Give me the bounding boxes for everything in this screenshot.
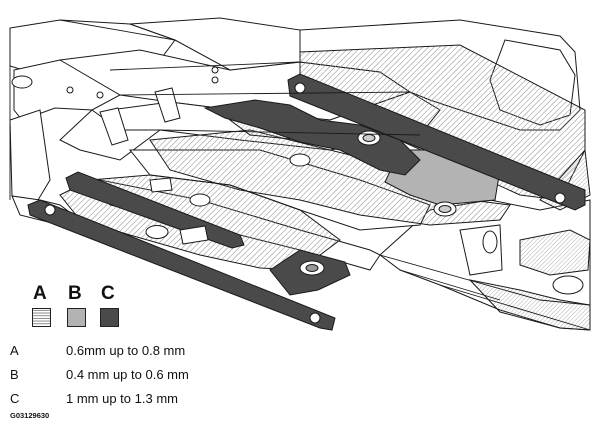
legend-swatch-c — [100, 308, 119, 327]
legend-swatch-a — [32, 308, 51, 327]
legend-row-description: 0.4 mm up to 0.6 mm — [66, 367, 189, 382]
legend-row-description: 0.6mm up to 0.8 mm — [66, 343, 186, 358]
legend-row-a: A 0.6mm up to 0.8 mm — [10, 342, 310, 360]
legend-row-letter: B — [10, 367, 19, 382]
legend-row-letter: C — [10, 391, 20, 406]
legend-row-b: B 0.4 mm up to 0.6 mm — [10, 366, 310, 384]
legend-letter-a: A — [33, 283, 47, 304]
legend-row-c: C 1 mm up to 1.3 mm — [10, 390, 310, 408]
seat-mounts — [99, 87, 209, 245]
legend-row-letter: A — [10, 343, 19, 358]
detail-features — [11, 66, 584, 324]
outline-lines — [9, 19, 591, 331]
figure-code: G03129630 — [10, 411, 50, 420]
legend-letter-b: B — [68, 283, 82, 304]
legend-letter-c: C — [101, 283, 115, 304]
legend-swatch-b — [67, 308, 86, 327]
legend-row-description: 1 mm up to 1.3 mm — [66, 391, 178, 406]
